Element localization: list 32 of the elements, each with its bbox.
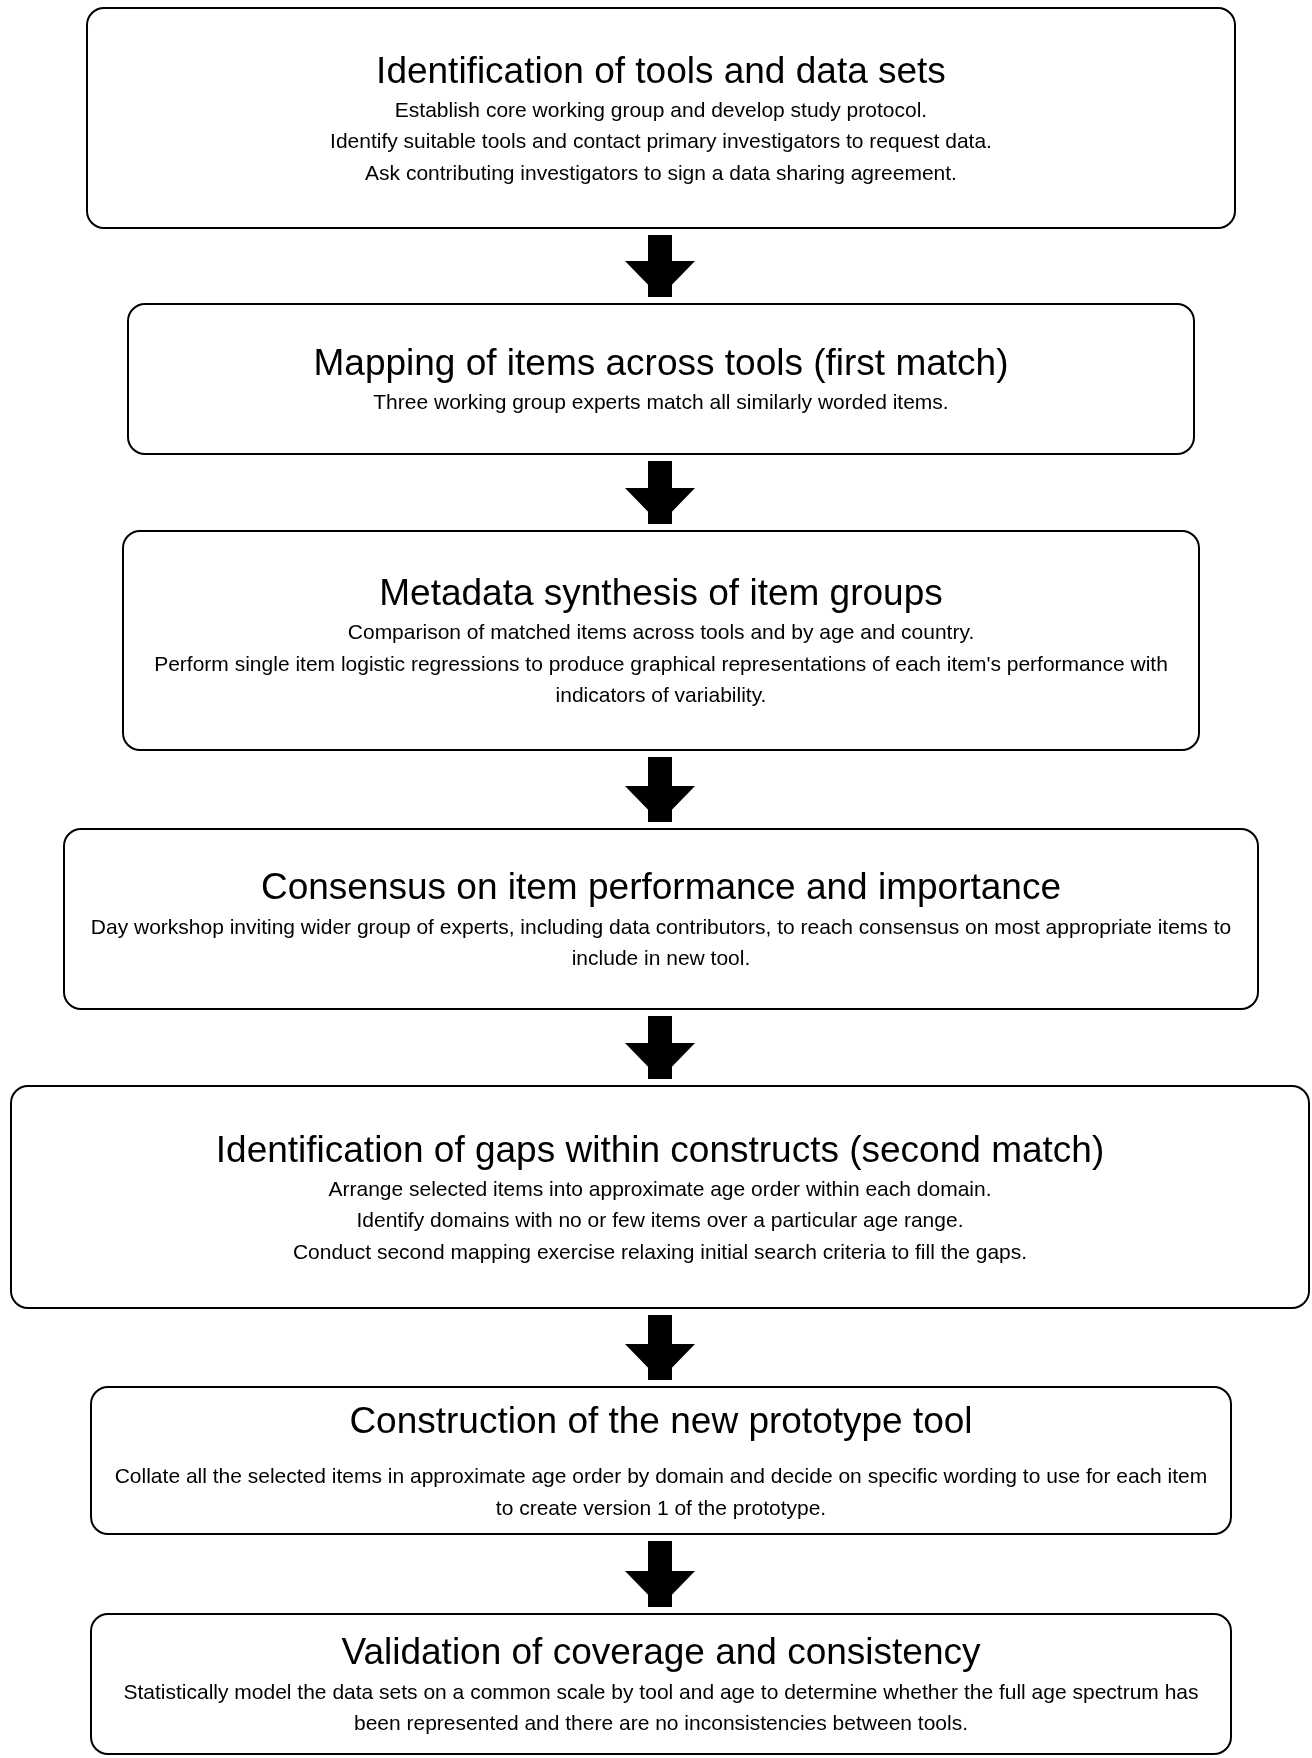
process-box — [127, 303, 1195, 455]
step-description: Identify suitable tools and contact primary investigators to request data. — [330, 128, 992, 155]
step-description: Identify domains with no or few items over a particular age range. — [356, 1207, 964, 1234]
step-description: Statistically model the data sets on a common scale by tool and age to determine whether the full age spectrum has been represented and there are no inconsistencies between tools. — [122, 1678, 1200, 1737]
arrow — [625, 757, 695, 822]
step-description: Three working group experts match all similarly worded items. — [373, 389, 949, 416]
arrow — [625, 1541, 695, 1607]
step-title: Identification of gaps within constructs (second match) — [215, 1127, 1105, 1172]
step-title: Construction of the new prototype tool — [349, 1398, 973, 1443]
arrow — [625, 235, 695, 297]
step-description: Collate all the selected items in approximate age order by domain and decide on specific wording to use for each item to create version 1 of the prototype. — [113, 1463, 1209, 1521]
step-title: Identification of tools and data sets — [376, 48, 946, 93]
process-box — [86, 7, 1236, 229]
process-box — [10, 1085, 1310, 1309]
process-box — [63, 828, 1259, 1010]
step-description: Establish core working group and develop study protocol. — [394, 96, 928, 123]
arrow — [625, 461, 695, 524]
step-description: Perform single item logistic regressions to produce graphical representations of each item's performance with indicators of variability. — [153, 650, 1169, 709]
step-description: Ask contributing investigators to sign a data sharing agreement. — [365, 159, 957, 186]
step-description: Day workshop inviting wider group of experts, including data contributors, to reach consensus on most appropriate items to include in new tool. — [89, 913, 1233, 972]
arrow — [625, 1016, 695, 1079]
step-description: Comparison of matched items across tools and by age and country. — [347, 619, 975, 646]
process-box — [90, 1613, 1232, 1755]
step-title: Validation of coverage and consistency — [341, 1630, 981, 1675]
step-description: Arrange selected items into approximate age order within each domain. — [328, 1175, 992, 1202]
step-description: Conduct second mapping exercise relaxing initial search criteria to fill the gaps. — [292, 1238, 1028, 1265]
step-title: Mapping of items across tools (first match) — [313, 341, 1009, 386]
step-title: Consensus on item performance and importance — [260, 865, 1061, 910]
process-box — [90, 1386, 1232, 1535]
step-title: Metadata synthesis of item groups — [379, 571, 943, 616]
process-box — [122, 530, 1200, 751]
arrow — [625, 1315, 695, 1380]
